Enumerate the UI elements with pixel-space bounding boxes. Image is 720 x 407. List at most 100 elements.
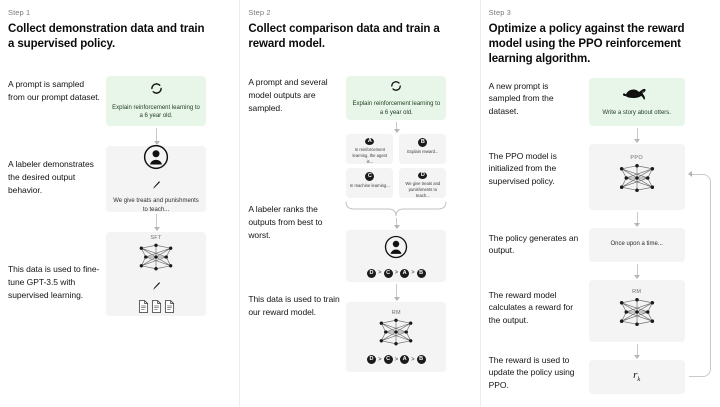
labeler-box-step1: We give treats and punishments to teach.… [106, 144, 206, 213]
badge-d: D [418, 172, 428, 180]
step-3-title: Optimize a policy against the reward mod… [488, 23, 685, 66]
step-2-kicker: Step 2 [248, 8, 271, 17]
rank-badge-4: B [416, 355, 426, 365]
rank-badge-4: B [416, 268, 426, 278]
rm-model-box-step3: RM [588, 279, 685, 342]
pencil-icon [151, 178, 162, 196]
connector-arrow [393, 284, 400, 302]
ranking-row-rm: D > C > A > B [367, 355, 426, 365]
output-text-a: In reinforcement learning, the agent is.… [352, 147, 388, 164]
prompt-box-step2: Explain reinforcement learning to a 6 ye… [346, 76, 447, 121]
output-tile-d: D We give treats and punishments to teac… [399, 168, 447, 199]
reward-symbol-subscript: k [637, 376, 641, 384]
connector-arrow [634, 127, 641, 143]
prompt-box-step3: Write a story about otters. [588, 77, 685, 126]
otter-icon [622, 86, 652, 105]
connector-arrow [634, 343, 641, 359]
person-icon [384, 235, 408, 264]
caption-prompt-sampled: A prompt is sampled from our prompt data… [8, 79, 100, 103]
neural-network-icon [374, 317, 418, 352]
neural-network-icon [614, 162, 660, 199]
caption-labeler-ranks: A labeler ranks the outputs from best to… [248, 204, 323, 241]
step-column-2: Step 2 Collect comparison data and train… [240, 0, 481, 407]
ppo-label: PPO [630, 154, 643, 161]
output-text-c: In machine learning... [349, 183, 390, 189]
caption-labeler-demo: A labeler demonstrates the desired outpu… [8, 159, 94, 196]
rank-badge-3: A [400, 268, 410, 278]
rm-label: RM [632, 288, 642, 295]
refresh-cycle-icon [150, 82, 163, 100]
output-text-b: Explain reward... [407, 149, 439, 155]
refresh-cycle-icon [390, 79, 402, 97]
reward-symbol-base: r [633, 369, 638, 382]
step-1-body: A prompt is sampled from our prompt data… [8, 58, 229, 378]
step-1-kicker: Step 1 [8, 8, 31, 17]
step-1-flow: Explain reinforcement learning to a 6 ye… [96, 58, 229, 378]
step-2-title: Collect comparison data and train a rewa… [248, 23, 440, 51]
prompt-text-step2: Explain reinforcement learning to a 6 ye… [352, 101, 441, 116]
documents-icon [138, 300, 175, 314]
badge-b: B [418, 138, 428, 148]
reward-loop-icon [688, 173, 711, 377]
connector-arrow [153, 214, 160, 232]
step-column-3: Step 3 Optimize a policy against the rew… [481, 0, 720, 407]
step-2-body: A prompt and several model outputs are s… [248, 58, 469, 378]
neural-network-icon [614, 296, 660, 333]
prompt-text-step1: Explain reinforcement learning to a 6 ye… [112, 104, 200, 120]
labeler-text-step1: We give treats and punishments to teach.… [113, 198, 199, 213]
rank-badge-1: D [367, 355, 377, 365]
ppo-model-box: PPO [588, 143, 685, 210]
output-tile-b: B Explain reward... [399, 134, 447, 165]
step-3-kicker: Step 3 [488, 8, 511, 17]
caption-update-policy: The reward is used to update the policy … [488, 354, 575, 391]
caption-reward-calc: The reward model calculates a reward for… [488, 289, 574, 326]
pencil-icon [151, 279, 162, 297]
connector-arrow [634, 211, 641, 227]
prompt-box-step1: Explain reinforcement learning to a 6 ye… [106, 76, 206, 127]
person-icon [143, 144, 169, 175]
rank-badge-2: C [383, 268, 393, 278]
badge-c: C [365, 172, 375, 182]
rank-gt-icon: > [411, 356, 415, 363]
rank-gt-icon: > [378, 356, 382, 363]
output-tile-c: C In machine learning... [346, 168, 394, 199]
connector-arrow [153, 128, 160, 146]
rank-badge-1: D [367, 268, 377, 278]
neural-network-icon [134, 242, 178, 277]
step-column-1: Step 1 Collect demonstration data and tr… [0, 0, 241, 407]
reward-loop-arrowhead [687, 170, 692, 177]
generated-output-box: Once upon a time... [588, 227, 685, 262]
rank-gt-icon: > [394, 356, 399, 363]
reward-symbol: rk [633, 369, 640, 383]
step-3-flow: Write a story about otters. PPO [577, 74, 711, 394]
step-3-captions: A new prompt is sampled from the dataset… [489, 74, 579, 394]
caption-policy-generates: The policy generates an output. [488, 232, 579, 256]
generated-output-text: Once upon a time... [610, 241, 663, 248]
rm-model-box-step2: RM [346, 302, 447, 373]
sft-label: SFT [150, 235, 162, 242]
brace-icon [344, 200, 448, 225]
step-3-body: A new prompt is sampled from the dataset… [489, 74, 711, 394]
caption-train-reward-model: This data is used to train our reward mo… [248, 294, 340, 318]
step-1-title: Collect demonstration data and train a s… [8, 23, 205, 51]
connector-arrow [634, 263, 641, 279]
badge-a: A [365, 138, 375, 146]
output-text-d: We give treats and punishments to teach.… [405, 181, 441, 198]
reward-box: rk [588, 359, 685, 394]
rank-gt-icon: > [411, 270, 415, 277]
rank-badge-3: A [400, 355, 410, 365]
rank-gt-icon: > [394, 270, 399, 277]
step-1-captions: A prompt is sampled from our prompt data… [8, 58, 100, 378]
rm-label: RM [391, 310, 401, 317]
sft-model-box: SFT [106, 232, 206, 317]
rank-gt-icon: > [378, 270, 382, 277]
output-tile-a: A In reinforcement learning, the agent i… [346, 134, 394, 165]
rank-badge-2: C [383, 355, 393, 365]
prompt-text-step3: Write a story about otters. [602, 109, 671, 116]
caption-new-prompt: A new prompt is sampled from the dataset… [488, 80, 554, 117]
ranking-row-labeler: D > C > A > B [367, 268, 426, 278]
step-2-captions: A prompt and several model outputs are s… [248, 58, 339, 378]
caption-ppo-init: The PPO model is initialized from the su… [488, 150, 557, 187]
step-2-flow: Explain reinforcement learning to a 6 ye… [336, 58, 469, 378]
ranking-box-step2: D > C > A > B [346, 230, 447, 283]
